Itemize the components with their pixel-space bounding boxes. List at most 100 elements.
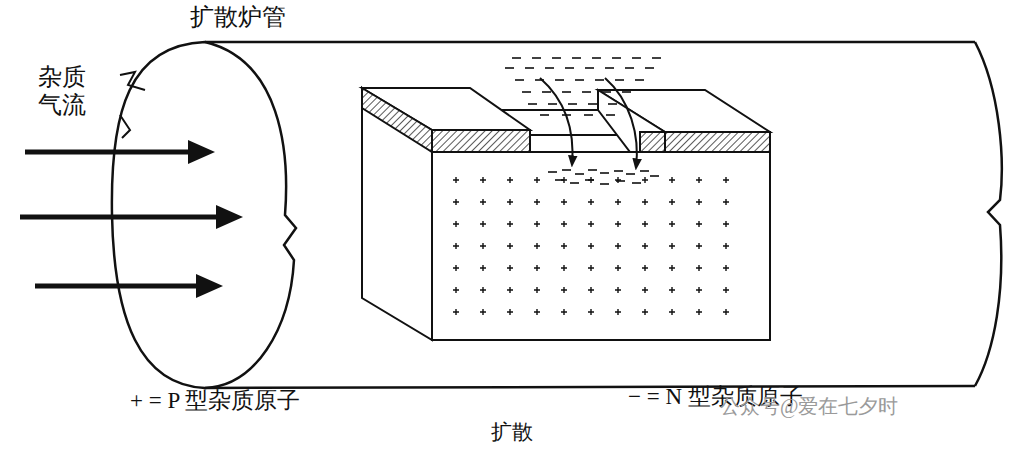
p-type-atom bbox=[669, 243, 675, 249]
p-type-atom bbox=[696, 309, 702, 315]
n-type-atom bbox=[622, 91, 631, 93]
p-type-atom bbox=[642, 287, 648, 293]
n-type-atom bbox=[548, 103, 557, 105]
p-type-atom bbox=[561, 287, 567, 293]
p-type-atom bbox=[534, 221, 540, 227]
n-type-atom bbox=[640, 170, 649, 172]
p-type-atom bbox=[615, 287, 621, 293]
p-type-atom bbox=[642, 243, 648, 249]
n-type-atom bbox=[612, 57, 621, 59]
p-type-atom bbox=[534, 309, 540, 315]
p-type-atom bbox=[696, 177, 702, 183]
gas-flow-arrows bbox=[20, 140, 243, 298]
p-type-atom bbox=[561, 265, 567, 271]
n-type-atom bbox=[592, 57, 601, 59]
p-type-atom bbox=[480, 199, 486, 205]
tube-label: 扩散炉管 bbox=[190, 4, 286, 32]
p-type-atom bbox=[588, 199, 594, 205]
n-type-atom bbox=[570, 182, 579, 184]
n-type-atom bbox=[615, 79, 624, 81]
n-type-atom bbox=[525, 67, 534, 69]
n-type-atom bbox=[584, 114, 593, 116]
n-type-atom bbox=[540, 114, 549, 116]
p-type-atom bbox=[561, 221, 567, 227]
p-type-atom bbox=[507, 309, 513, 315]
furnace-tube bbox=[112, 42, 1002, 388]
n-type-atom bbox=[528, 103, 537, 105]
n-type-atom bbox=[625, 67, 634, 69]
p-type-atom bbox=[507, 243, 513, 249]
n-type-atom bbox=[585, 67, 594, 69]
p-type-atom bbox=[507, 221, 513, 227]
p-type-atom bbox=[507, 287, 513, 293]
n-type-atom bbox=[605, 67, 614, 69]
p-type-atom bbox=[669, 265, 675, 271]
p-type-atom bbox=[453, 199, 459, 205]
p-type-atom bbox=[480, 243, 486, 249]
gas-flow-label: 杂质 气流 bbox=[38, 64, 93, 119]
n-type-atom bbox=[575, 173, 584, 175]
p-type-atom bbox=[615, 309, 621, 315]
p-type-atom bbox=[669, 177, 675, 183]
n-type-atom bbox=[608, 103, 617, 105]
wafer bbox=[362, 88, 770, 340]
watermark: 公众号@爱在七夕时 bbox=[720, 395, 898, 418]
p-type-atom bbox=[723, 287, 729, 293]
p-type-atom bbox=[696, 199, 702, 205]
p-type-atom bbox=[696, 287, 702, 293]
diffusion-arrows bbox=[540, 78, 637, 168]
p-type-atom bbox=[615, 221, 621, 227]
n-type-atom bbox=[645, 67, 654, 69]
p-type-atom bbox=[561, 309, 567, 315]
n-type-atom bbox=[562, 91, 571, 93]
p-type-atom bbox=[723, 265, 729, 271]
n-type-atom bbox=[600, 183, 609, 185]
n-type-atom bbox=[568, 103, 577, 105]
n-type-atom bbox=[552, 57, 561, 59]
n-type-atom bbox=[632, 182, 641, 184]
p-type-atom bbox=[723, 177, 729, 183]
p-type-atom bbox=[723, 309, 729, 315]
p-type-atom bbox=[453, 309, 459, 315]
p-type-atom bbox=[453, 265, 459, 271]
n-type-atom bbox=[600, 172, 609, 174]
p-type-atom bbox=[588, 221, 594, 227]
p-type-atom bbox=[615, 243, 621, 249]
p-type-atom bbox=[480, 287, 486, 293]
p-type-atom bbox=[534, 177, 540, 183]
p-type-atom bbox=[480, 309, 486, 315]
dopant-atoms bbox=[453, 58, 729, 315]
p-type-atom bbox=[534, 287, 540, 293]
p-type-atom bbox=[615, 177, 621, 183]
n-type-atom bbox=[522, 91, 531, 93]
n-type-atom bbox=[616, 180, 625, 182]
n-type-atom bbox=[632, 57, 641, 59]
p-type-atom bbox=[696, 221, 702, 227]
n-type-atom bbox=[555, 79, 564, 81]
n-type-atom bbox=[635, 79, 644, 81]
p-type-atom bbox=[642, 309, 648, 315]
p-type-atom bbox=[453, 287, 459, 293]
p-type-atom bbox=[642, 221, 648, 227]
n-type-atom bbox=[565, 67, 574, 69]
p-type-atom bbox=[588, 287, 594, 293]
p-type-atom bbox=[534, 265, 540, 271]
p-type-atom bbox=[642, 265, 648, 271]
n-type-atom bbox=[595, 79, 604, 81]
p-type-atom bbox=[588, 309, 594, 315]
p-type-atom bbox=[507, 199, 513, 205]
p-type-atom bbox=[453, 243, 459, 249]
p-type-atom bbox=[561, 243, 567, 249]
n-type-atom bbox=[650, 175, 659, 177]
p-type-atom bbox=[588, 243, 594, 249]
p-type-atom bbox=[534, 199, 540, 205]
p-type-atom bbox=[480, 265, 486, 271]
p-type-atom bbox=[696, 243, 702, 249]
n-type-atom bbox=[532, 57, 541, 59]
n-type-atom bbox=[588, 103, 597, 105]
n-type-atom bbox=[542, 91, 551, 93]
p-type-atom bbox=[615, 199, 621, 205]
n-type-atom bbox=[626, 173, 635, 175]
p-type-atom bbox=[453, 221, 459, 227]
n-type-atom bbox=[515, 79, 524, 81]
